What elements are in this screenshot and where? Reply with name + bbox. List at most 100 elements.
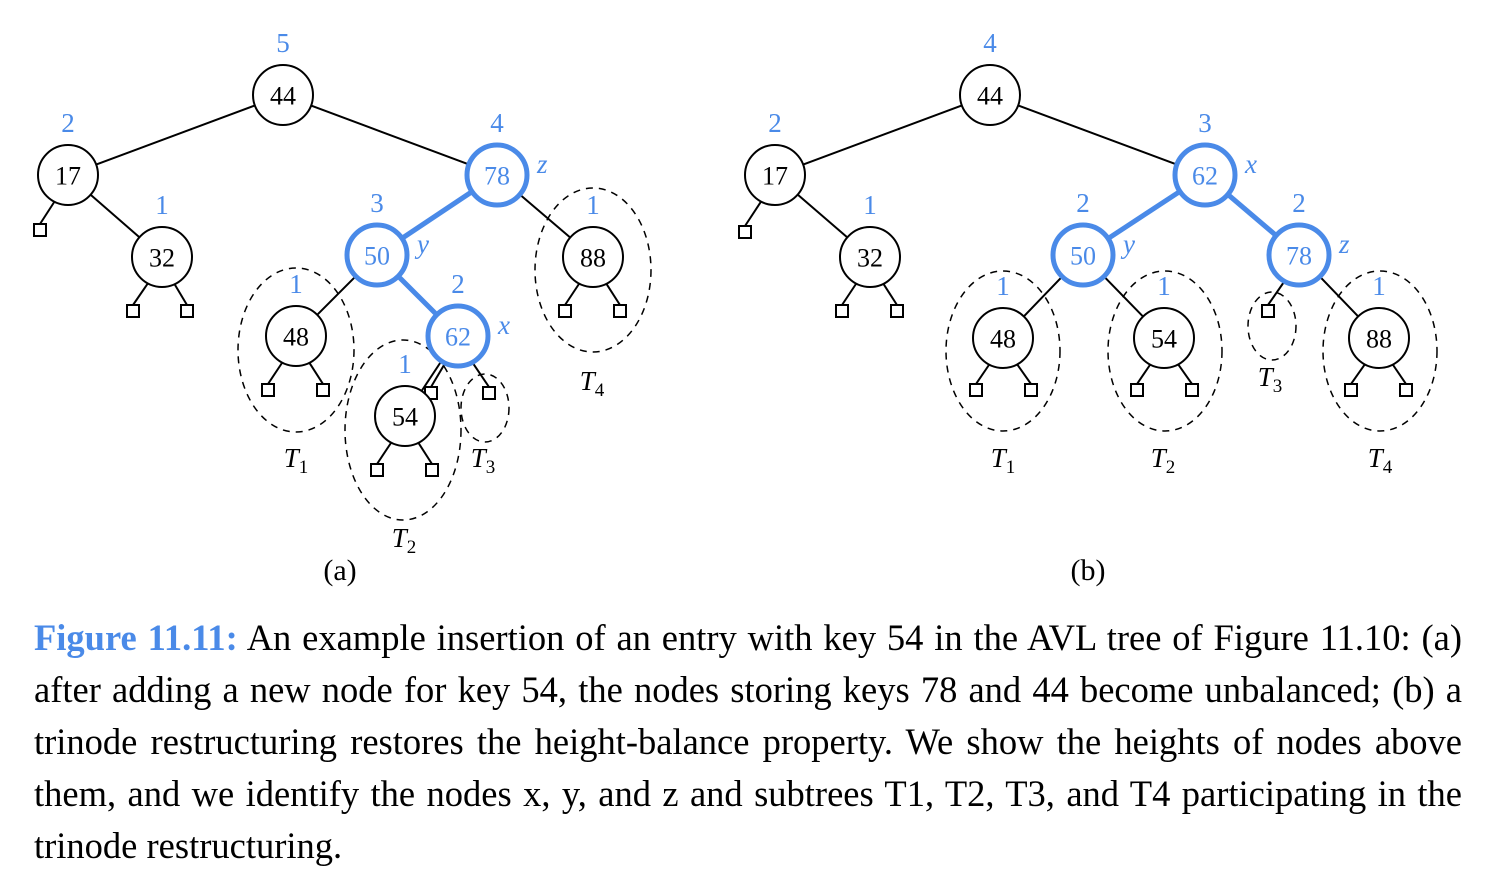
caption-label: Figure 11.11: <box>34 617 238 658</box>
tree-node-48 <box>265 305 327 367</box>
tree-edge <box>1103 275 1144 318</box>
external-leaf <box>738 225 752 239</box>
node-height: 3 <box>1198 108 1212 138</box>
leaf-edge <box>1267 280 1286 306</box>
tree-edge <box>316 275 357 316</box>
external-leaf <box>370 463 384 477</box>
node-height: 1 <box>586 190 600 220</box>
external-leaf <box>1130 383 1144 397</box>
leaf-edge <box>267 362 284 385</box>
tree-node-44 <box>959 64 1021 126</box>
subtree-outline <box>1247 291 1297 361</box>
tree-node-50 <box>344 222 410 288</box>
node-height: 5 <box>276 28 290 58</box>
external-leaf <box>316 383 330 397</box>
tree-node-44 <box>252 64 314 126</box>
figure-caption: Figure 11.11: An example insertion of an… <box>34 612 1462 872</box>
node-height: 2 <box>1076 188 1090 218</box>
tree-node-50 <box>1050 222 1116 288</box>
node-key: 54 <box>1151 325 1177 354</box>
tree-edge <box>95 104 256 166</box>
role-y: y <box>1120 229 1135 259</box>
tree-node-88 <box>1348 307 1410 369</box>
subtree-outline <box>534 187 652 353</box>
subtree-label: T2 <box>392 523 417 558</box>
external-leaf <box>126 304 140 318</box>
role-z: z <box>536 149 548 179</box>
tree-node-62 <box>425 303 491 369</box>
tree-node-32 <box>839 226 901 288</box>
leaf-edge <box>376 442 393 465</box>
tree-node-17 <box>744 144 806 206</box>
node-key: 78 <box>1286 242 1312 271</box>
leaf-edge <box>882 283 898 306</box>
node-key: 88 <box>580 244 606 273</box>
subtree-label: T4 <box>1368 443 1393 478</box>
leaf-edge <box>430 362 447 388</box>
subtree-label: T1 <box>284 443 309 478</box>
subtree-label: T1 <box>991 443 1016 478</box>
node-height: 1 <box>1372 271 1386 301</box>
external-leaf <box>425 463 439 477</box>
subtree-label: T3 <box>471 443 496 478</box>
tree-node-62 <box>1172 142 1238 208</box>
tree-node-54 <box>1133 307 1195 369</box>
leaf-edge <box>173 283 188 306</box>
node-key: 62 <box>445 323 471 352</box>
external-leaf <box>558 304 572 318</box>
node-key: 32 <box>149 244 175 273</box>
leaf-edge <box>1177 363 1193 385</box>
node-key: 50 <box>1070 242 1096 271</box>
leaf-edge <box>1136 364 1152 385</box>
role-x: x <box>497 310 510 340</box>
tree-edge <box>89 193 141 239</box>
leaf-edge <box>744 200 762 227</box>
subtree-outline <box>460 373 510 443</box>
role-x: x <box>1244 149 1257 179</box>
node-height: 2 <box>768 108 782 138</box>
node-height: 1 <box>1157 271 1171 301</box>
node-height: 2 <box>1292 188 1306 218</box>
subtree-outline <box>1322 270 1438 432</box>
tree-node-17 <box>37 144 99 206</box>
external-leaf <box>1261 304 1275 318</box>
tree-edge <box>797 193 848 239</box>
external-leaf <box>261 383 275 397</box>
leaf-edge <box>975 364 991 385</box>
leaf-edge <box>1016 363 1032 385</box>
caption-text: An example insertion of an entry with ke… <box>34 617 1462 866</box>
node-key: 62 <box>1192 162 1218 191</box>
subtree-label: T3 <box>1258 362 1283 397</box>
node-key: 54 <box>392 403 418 432</box>
external-leaf <box>180 304 194 318</box>
tree-node-78 <box>464 142 530 208</box>
node-height: 4 <box>490 108 504 138</box>
leaf-edge <box>1391 364 1407 385</box>
node-key: 32 <box>857 244 883 273</box>
external-leaf <box>890 304 904 318</box>
leaf-edge <box>471 361 490 388</box>
node-height: 1 <box>863 190 877 220</box>
tree-node-32 <box>131 226 193 288</box>
external-leaf <box>1185 383 1199 397</box>
leaf-edge <box>308 362 324 385</box>
external-leaf <box>613 304 627 318</box>
leaf-edge <box>605 283 621 306</box>
node-height: 2 <box>451 269 465 299</box>
external-leaf <box>1024 383 1038 397</box>
subtree-label: T4 <box>580 366 605 401</box>
leaf-edge <box>1350 363 1366 385</box>
node-key: 78 <box>484 162 510 191</box>
panel-label: (b) <box>1071 554 1106 587</box>
node-height: 1 <box>996 271 1010 301</box>
external-leaf <box>33 223 47 237</box>
node-height: 1 <box>289 269 303 299</box>
tree-edge <box>310 104 470 166</box>
tree-edge <box>519 193 571 239</box>
external-leaf <box>969 383 983 397</box>
tree-edge <box>802 104 963 166</box>
tree-edge <box>400 189 474 241</box>
